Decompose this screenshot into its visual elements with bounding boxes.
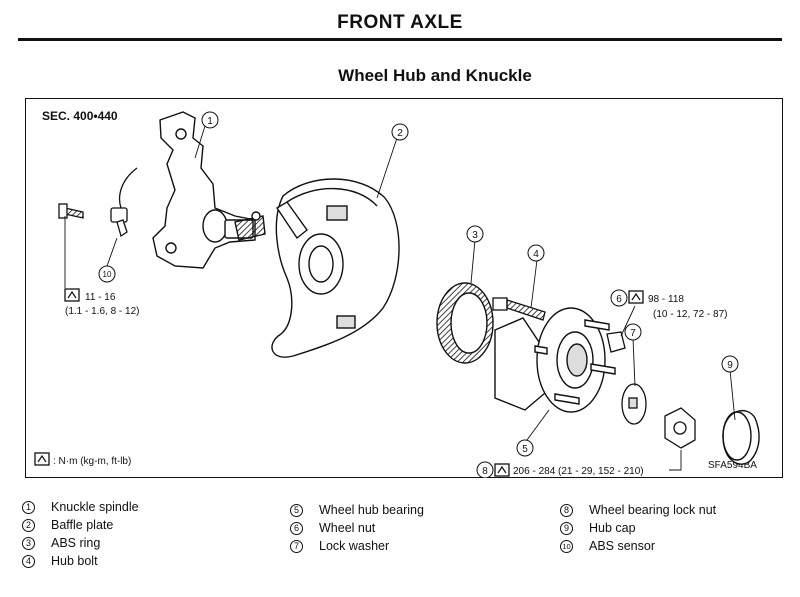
section-title: Wheel Hub and Knuckle	[338, 66, 532, 85]
torque-spec-sensor: 11 - 16 (1.1 - 1.6, 8 - 12)	[64, 288, 139, 317]
callout-1: 1	[201, 111, 219, 129]
hub-bolt	[492, 297, 546, 321]
abs-ring	[436, 282, 494, 364]
torque-wrench-icon	[628, 290, 644, 304]
callout-2: 2	[391, 123, 409, 141]
callout-4: 4	[527, 244, 545, 262]
torque-spec-lock-nut: 206 - 284 (21 - 29, 152 - 210)	[494, 463, 644, 477]
callout-3: 3	[466, 225, 484, 243]
abs-sensor	[58, 167, 138, 238]
svg-text:6: 6	[616, 294, 622, 305]
leader-lines	[64, 125, 736, 471]
torque-wrench-icon	[64, 288, 80, 302]
torque-wrench-icon	[494, 463, 510, 477]
svg-text:11 - 16: 11 - 16	[85, 292, 116, 303]
callout-5: 5	[516, 439, 534, 457]
svg-text:1: 1	[207, 116, 213, 127]
svg-text:206 - 284 (21 - 29, 152 - 210): 206 - 284 (21 - 29, 152 - 210)	[513, 466, 644, 477]
callout-9: 9	[721, 355, 739, 373]
callout-10: 10	[98, 265, 116, 283]
baffle-plate	[271, 178, 400, 358]
svg-text:7: 7	[630, 328, 636, 339]
knuckle-spindle	[152, 111, 266, 269]
torque-wrench-icon	[34, 452, 50, 466]
svg-text:: N·m (kg-m, ft-lb): : N·m (kg-m, ft-lb)	[53, 456, 131, 467]
hub-cap	[722, 409, 760, 465]
section-ref: SEC. 400•440	[42, 109, 118, 123]
svg-text:9: 9	[727, 360, 733, 371]
torque-unit-note: : N·m (kg-m, ft-lb)	[34, 452, 131, 467]
wheel-hub-bearing	[494, 307, 616, 413]
page-title: FRONT AXLE	[337, 12, 463, 33]
exploded-diagram: SEC. 400•440 SFA594BA	[34, 109, 760, 478]
header-rule	[18, 38, 782, 41]
callouts: 1 2 3 4 5 6 7 8 9 10	[98, 111, 739, 478]
figure-code: SFA594BA	[708, 460, 757, 471]
svg-text:4: 4	[533, 249, 539, 260]
wheel-nut	[606, 331, 626, 353]
callout-8: 8	[476, 461, 494, 478]
svg-text:2: 2	[397, 128, 403, 139]
callout-6: 6	[610, 289, 628, 307]
torque-spec-wheel-nut: 98 - 118 (10 - 12, 72 - 87)	[628, 290, 727, 320]
svg-text:(10 - 12, 72 - 87): (10 - 12, 72 - 87)	[653, 309, 727, 320]
diagram-frame	[25, 98, 783, 478]
svg-text:(1.1 - 1.6, 8 - 12): (1.1 - 1.6, 8 - 12)	[65, 306, 139, 317]
wheel-bearing-lock-nut	[664, 407, 696, 449]
svg-text:98 - 118: 98 - 118	[648, 294, 684, 305]
callout-7: 7	[624, 323, 642, 341]
svg-text:8: 8	[482, 466, 488, 477]
svg-text:10: 10	[103, 270, 112, 279]
lock-washer	[621, 383, 647, 425]
svg-text:3: 3	[472, 230, 478, 241]
svg-text:5: 5	[522, 444, 528, 455]
